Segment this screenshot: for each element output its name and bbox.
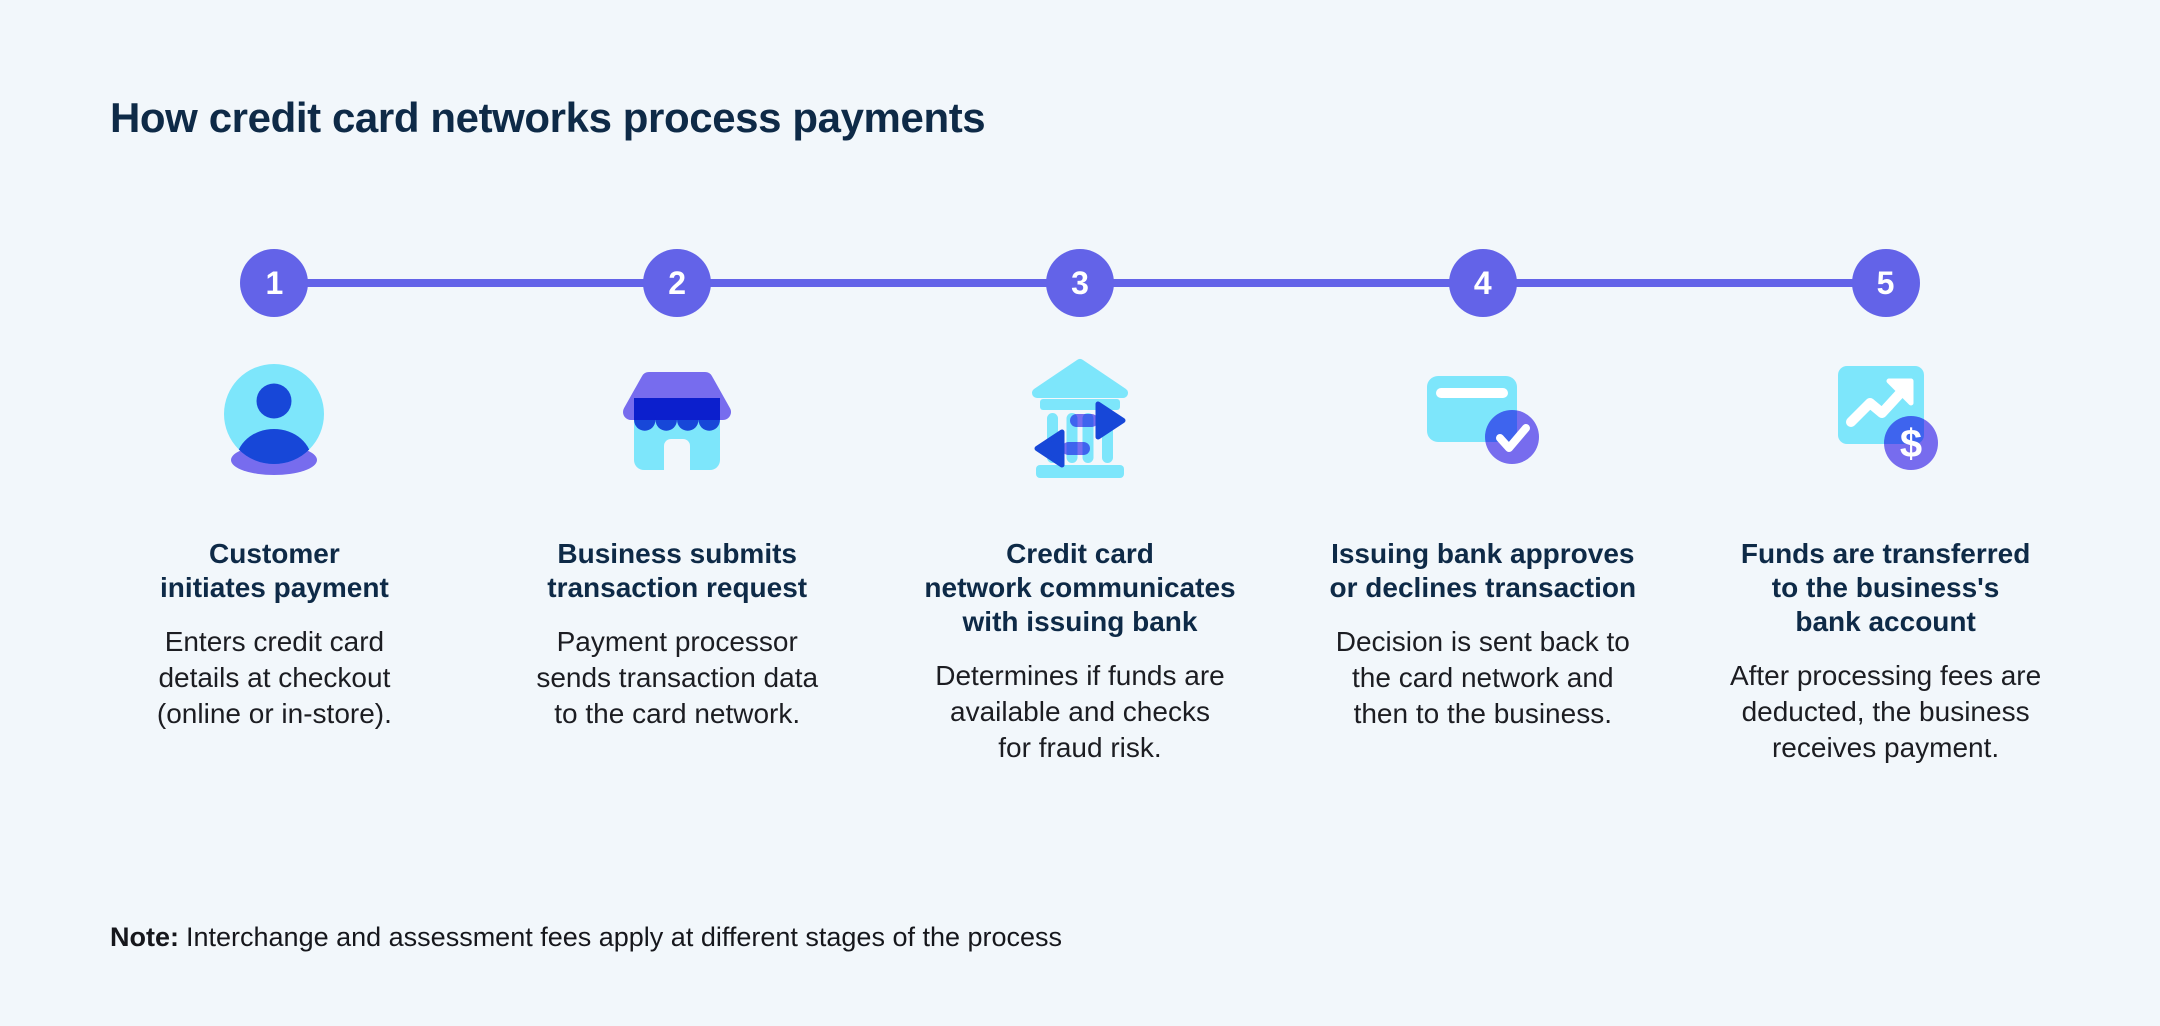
step-2-number-badge: 2 <box>643 249 712 317</box>
step-title: Credit card network communicates with is… <box>924 538 1236 637</box>
step-description: After processing fees are deducted, the … <box>1729 660 2042 763</box>
step-4-text: Issuing bank approves or declines transa… <box>1281 537 1684 766</box>
note-text: Interchange and assessment fees apply at… <box>186 922 1063 952</box>
step-5-text: Funds are transferred to the business's … <box>1684 537 2087 766</box>
step-title: Funds are transferred to the business's … <box>1740 538 2031 637</box>
step-4-icon-cell <box>1281 358 1684 478</box>
card-approved-icon <box>1423 358 1543 478</box>
step-4-number-cell: 4 <box>1281 249 1684 317</box>
bank-network-icon <box>1020 358 1140 478</box>
step-3-number-badge: 3 <box>1045 249 1114 317</box>
note-label: Note: <box>110 922 179 952</box>
svg-text:$: $ <box>1899 422 1921 466</box>
step-1-number-badge: 1 <box>240 249 309 317</box>
step-icons-row: $ <box>73 358 2087 478</box>
step-5-number-cell: 5 <box>1684 249 2087 317</box>
step-4-number-badge: 4 <box>1448 249 1517 317</box>
step-2-icon-cell <box>476 358 879 478</box>
step-5-number-badge: 5 <box>1851 249 1920 317</box>
step-1-text: Customer initiates payment Enters credit… <box>73 537 476 766</box>
step-1-icon-cell <box>73 358 476 478</box>
step-3-icon-cell <box>879 358 1282 478</box>
step-5-icon-cell: $ <box>1684 358 2087 478</box>
step-2-text: Business submits transaction request Pay… <box>476 537 879 766</box>
step-2-number-cell: 2 <box>476 249 879 317</box>
step-3-text: Credit card network communicates with is… <box>879 537 1282 766</box>
page-title: How credit card networks process payment… <box>110 94 986 141</box>
step-description: Payment processor sends transaction data… <box>536 626 819 729</box>
step-3-number-cell: 3 <box>879 249 1282 317</box>
step-title: Issuing bank approves or declines transa… <box>1329 538 1637 603</box>
customer-icon <box>214 358 334 478</box>
step-description: Enters credit card details at checkout (… <box>156 626 392 729</box>
step-text-row: Customer initiates payment Enters credit… <box>73 537 2087 766</box>
step-1-number-cell: 1 <box>73 249 476 317</box>
step-title: Customer initiates payment <box>160 538 389 603</box>
funds-transfer-icon: $ <box>1826 358 1946 478</box>
step-title: Business submits transaction request <box>547 538 808 603</box>
step-description: Decision is sent back to the card networ… <box>1335 626 1630 729</box>
note: Note:Interchange and assessment fees app… <box>110 920 1062 954</box>
storefront-icon <box>617 358 737 478</box>
timeline-steps-row: 1 2 3 4 5 <box>73 249 2087 317</box>
step-description: Determines if funds are available and ch… <box>935 660 1225 763</box>
